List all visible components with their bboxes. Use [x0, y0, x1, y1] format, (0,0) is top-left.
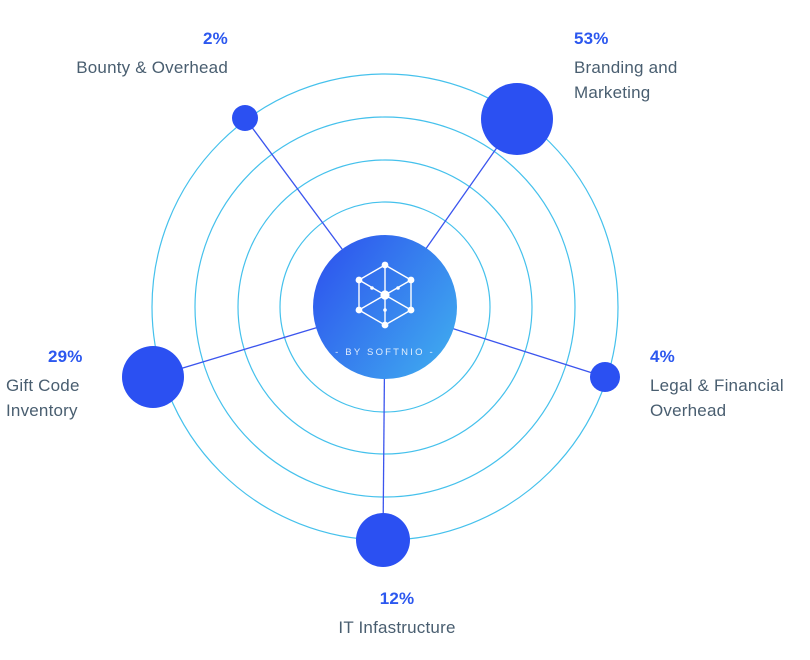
label-bounty-overhead: 2% Bounty & Overhead: [30, 26, 228, 80]
orbit-ring-1: [279, 201, 491, 413]
node-legal: [590, 362, 620, 392]
node-gift: [122, 346, 184, 408]
orbit-ring-2: [237, 159, 533, 455]
gift-percent: 29%: [48, 347, 83, 366]
it-percent: 12%: [379, 589, 415, 608]
node-bounty: [232, 105, 258, 131]
bounty-percent: 2%: [203, 29, 228, 48]
label-gift-code-inventory: 29% Gift Code Inventory: [6, 344, 106, 423]
orbit-ring-3: [194, 116, 576, 498]
branding-percent: 53%: [574, 29, 609, 48]
legal-percent: 4%: [650, 347, 675, 366]
it-name: IT Infastructure: [338, 618, 456, 637]
bounty-name: Bounty & Overhead: [76, 58, 228, 77]
hexagon-network-icon: [355, 261, 415, 329]
node-branding: [481, 83, 553, 155]
label-branding-marketing: 53% Branding and Marketing: [574, 26, 702, 105]
label-legal-financial: 4% Legal & Financial Overhead: [650, 344, 808, 423]
branding-name: Branding and Marketing: [574, 58, 678, 102]
label-it-infrastructure: 12% IT Infastructure: [312, 586, 482, 640]
gift-name: Gift Code Inventory: [6, 376, 80, 420]
brand-text: - BY SOFTNIO -: [335, 347, 435, 358]
node-it: [356, 513, 410, 567]
legal-name: Legal & Financial Overhead: [650, 376, 784, 420]
